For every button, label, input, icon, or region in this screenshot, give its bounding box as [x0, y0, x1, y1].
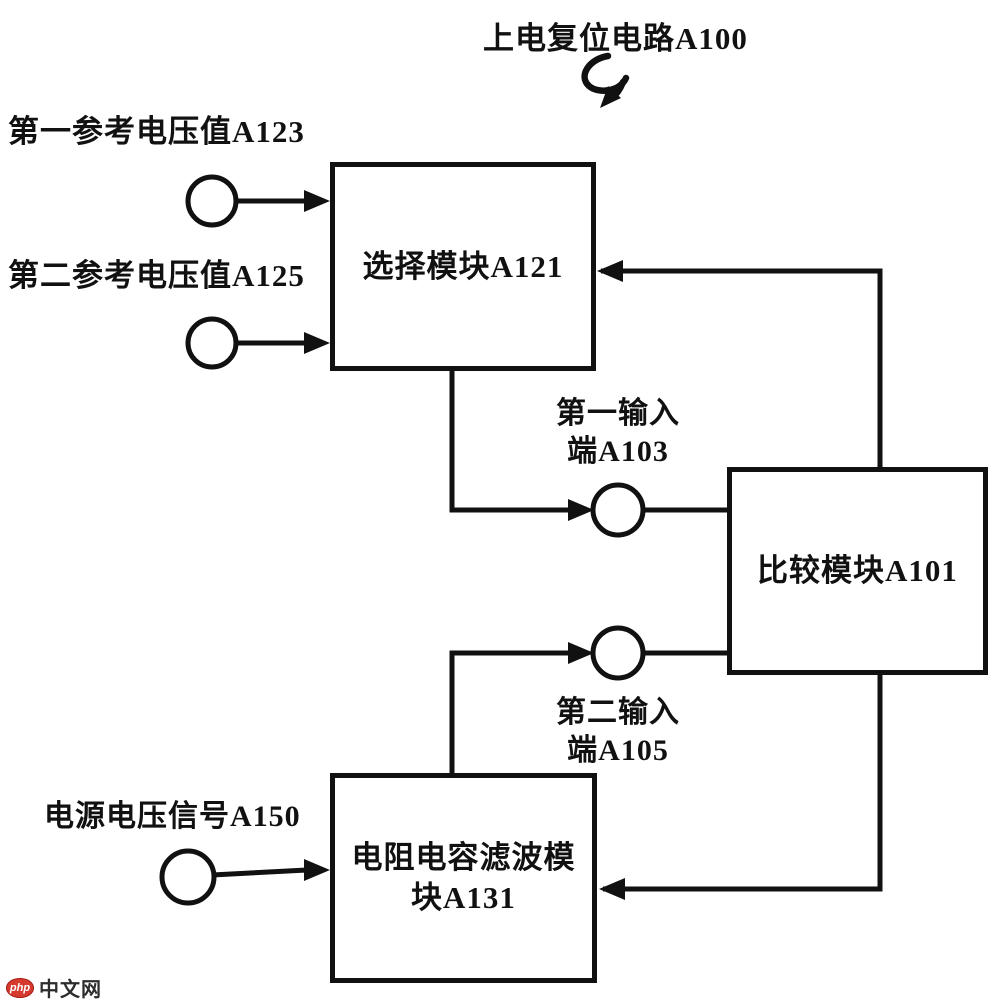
- label-first-input-terminal: 第一输入 端A103: [518, 395, 718, 471]
- label-first-reference-voltage: 第一参考电压值A123: [8, 114, 305, 149]
- watermark-text: 中文网: [39, 979, 102, 999]
- wire-supply: [211, 859, 330, 881]
- arrowhead-supply: [304, 859, 330, 881]
- block-select-module-label: 选择模块A121: [362, 248, 564, 284]
- watermark: php 中文网: [6, 973, 102, 999]
- label-second-reference-voltage: 第二参考电压值A125: [8, 258, 305, 293]
- terminal-circle-input1: [590, 482, 646, 538]
- wire-feedback-to-rc: [599, 673, 883, 900]
- wire-select-to-input1: [449, 368, 727, 521]
- block-rc-filter-line2: 块A131: [411, 880, 516, 915]
- terminal-circle-ref2: [185, 316, 239, 370]
- block-compare-module-label: 比较模块A101: [757, 553, 958, 588]
- diagram-title: 上电复位电路A100: [483, 21, 748, 56]
- wire-ref2: [236, 332, 330, 354]
- php-logo-badge-icon: php: [6, 977, 34, 998]
- terminal-circle-supply: [159, 848, 217, 906]
- terminal-circle-input2: [590, 625, 646, 681]
- wire-feedback-to-select: [597, 260, 883, 469]
- block-compare-module: 比较模块A101: [727, 467, 988, 675]
- block-rc-filter-module-label: 电阻电容滤波模 块A131: [352, 838, 576, 918]
- arrowhead-ref1: [304, 190, 330, 212]
- arrowhead-feedback-select: [597, 260, 623, 282]
- label-second-input-line2: 端A105: [567, 734, 669, 767]
- label-supply-voltage-signal: 电源电压信号A150: [44, 800, 301, 833]
- arrowhead-input2: [568, 642, 594, 664]
- arrowhead-input1: [568, 499, 594, 521]
- label-first-input-line2: 端A103: [567, 435, 669, 468]
- wire-ref1: [236, 190, 330, 212]
- wire-rc-to-input2: [449, 642, 727, 776]
- arrowhead-feedback-rc: [599, 878, 625, 900]
- label-second-input-terminal: 第二输入 端A105: [518, 694, 718, 770]
- block-rc-filter-line1: 电阻电容滤波模: [351, 840, 576, 875]
- label-second-input-line1: 第二输入: [556, 696, 680, 729]
- label-first-input-line1: 第一输入: [556, 397, 680, 430]
- terminal-circle-ref1: [185, 174, 239, 228]
- title-squiggle-arrow-icon: [581, 52, 630, 108]
- block-select-module: 选择模块A121: [330, 162, 596, 371]
- block-rc-filter-module: 电阻电容滤波模 块A131: [330, 773, 597, 983]
- arrowhead-ref2: [304, 332, 330, 354]
